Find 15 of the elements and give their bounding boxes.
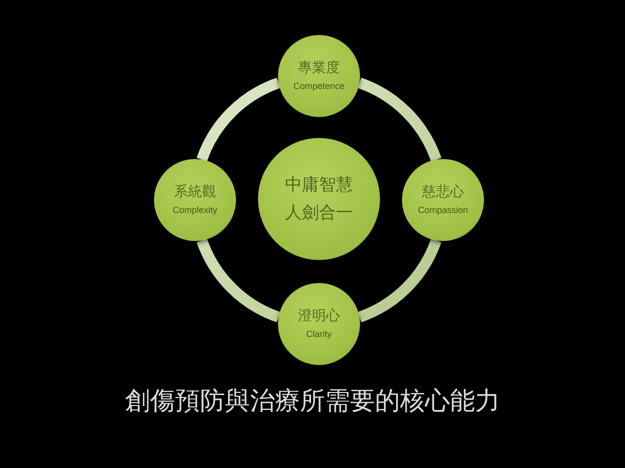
caption: 創傷預防與治療所需要的核心能力 xyxy=(125,386,500,415)
ring-arc xyxy=(357,238,442,322)
node-label: 中庸智慧 xyxy=(285,174,353,196)
node-label: 慈悲心 xyxy=(422,184,464,202)
node-label: 系統觀 xyxy=(174,184,216,202)
ring-arc xyxy=(196,238,281,322)
node-label: 人劍合一 xyxy=(285,202,353,224)
ring-arc xyxy=(357,78,442,162)
node-label: 澄明心 xyxy=(298,308,340,326)
node-label: 專業度 xyxy=(298,60,340,78)
node-sublabel: Complexity xyxy=(172,204,218,216)
node-sublabel: Compassion xyxy=(418,204,468,216)
node-sublabel: Clarity xyxy=(306,328,332,340)
node-sublabel: Competence xyxy=(293,80,345,92)
ring-arc xyxy=(196,78,281,162)
